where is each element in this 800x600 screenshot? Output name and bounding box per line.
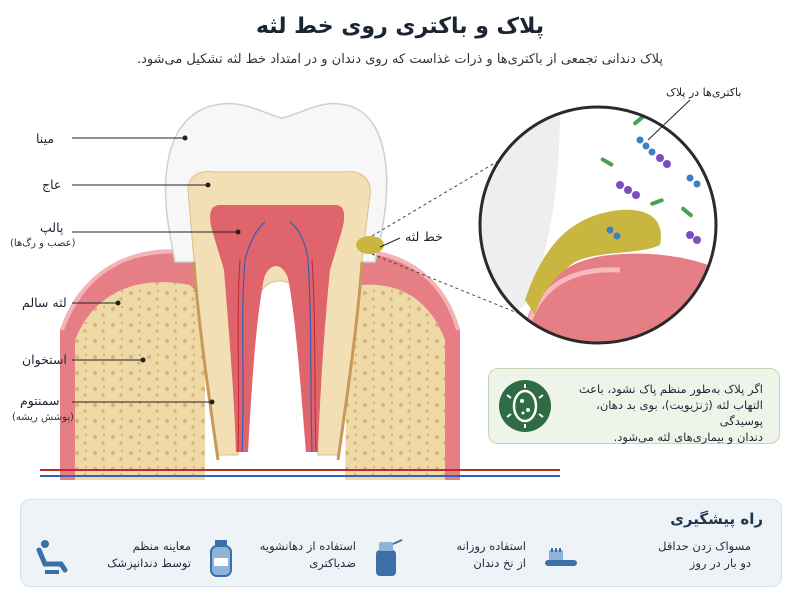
warning-info-box: اگر پلاک به‌طور منظم پاک نشود، باعث الته… bbox=[488, 368, 780, 444]
prevention-item-mouthwash: استفاده از دهانشویه ضدباکتری bbox=[201, 538, 366, 578]
label-gumline: خط لثه bbox=[405, 229, 443, 244]
bacteria-icon bbox=[499, 380, 551, 432]
page-subtitle: پلاک دندانی تجمعی از باکتری‌ها و ذرات غذ… bbox=[136, 52, 664, 67]
label-bone: استخوان bbox=[22, 352, 67, 367]
bone bbox=[75, 282, 205, 480]
toothbrush-icon bbox=[541, 538, 581, 582]
warning-text: اگر پلاک به‌طور منظم پاک نشود، باعث الته… bbox=[578, 382, 763, 444]
prevention-panel: راه پیشگیری مسواک زدن حداقل دو بار در رو… bbox=[20, 499, 782, 587]
page-title: پلاک و باکتری روی خط لثه bbox=[255, 14, 545, 39]
label-pulp: پالپ bbox=[40, 220, 64, 235]
zoom-magnifier bbox=[480, 107, 716, 343]
prevention-title: راه پیشگیری bbox=[670, 510, 763, 528]
label-gum: لثه سالم bbox=[22, 295, 67, 310]
prevention-item-checkup: معاینه منظم توسط دندانپزشک bbox=[31, 538, 201, 578]
prevention-item-brushing: مسواک زدن حداقل دو بار در روز bbox=[541, 538, 761, 578]
plaque-deposit bbox=[356, 236, 384, 254]
prevention-item-floss: استفاده روزانه از نخ دندان bbox=[366, 538, 536, 578]
label-cementum-note: (پوشش ریشه) bbox=[12, 412, 74, 423]
dental-chair-icon bbox=[31, 538, 71, 582]
label-pulp-note: (عصب و رگ‌ها) bbox=[10, 238, 76, 249]
cementum bbox=[192, 261, 364, 461]
label-enamel: مینا bbox=[36, 131, 55, 146]
label-bacteria: باکتری‌ها در پلاک bbox=[666, 86, 742, 99]
label-cementum: سمنتوم bbox=[20, 393, 60, 408]
mouthwash-icon bbox=[201, 538, 241, 582]
label-dentin: عاج bbox=[42, 177, 62, 192]
floss-icon bbox=[366, 538, 406, 582]
